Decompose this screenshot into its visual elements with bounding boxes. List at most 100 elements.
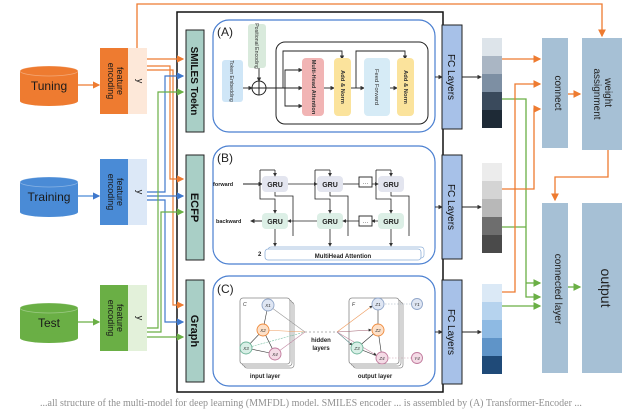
token-embedding-label: Token Embedding bbox=[228, 60, 234, 102]
gru-cell bbox=[317, 213, 343, 229]
gru-cell bbox=[317, 176, 343, 192]
add-norm-1-box bbox=[334, 58, 351, 116]
vector-cell bbox=[482, 110, 502, 128]
panel-a-transformer: Token Embedding Positional Encoding Mult… bbox=[222, 23, 429, 125]
input-tuning: Tuning featureencoding y bbox=[19, 48, 147, 114]
connect-box bbox=[542, 38, 568, 148]
positional-encoding-label: Positional Encoding bbox=[253, 23, 259, 69]
feature-vector bbox=[482, 284, 502, 374]
tuning-y-box bbox=[128, 48, 147, 114]
gru-label: GRU bbox=[383, 182, 399, 189]
fc-layers-label: FC Layers bbox=[445, 309, 456, 355]
target-node-label: Y4 bbox=[414, 356, 420, 361]
multihead-attention-label: MultiHead Attention bbox=[315, 254, 372, 260]
connect-label: connect bbox=[552, 75, 563, 110]
add-norm-2-label: Add & Norm bbox=[402, 70, 408, 104]
target-node bbox=[411, 352, 423, 364]
input-layer-label: input layer bbox=[250, 374, 281, 380]
vector-cell bbox=[482, 217, 502, 235]
gru-cell bbox=[378, 213, 404, 229]
test-y-label: y bbox=[135, 316, 145, 321]
input-card-corner: C bbox=[243, 302, 247, 308]
multihead-attention-box bbox=[264, 248, 422, 261]
gru-label: GRU bbox=[267, 219, 283, 226]
smiles-token-branch-label: SMILES Toekn bbox=[188, 47, 199, 116]
gru-cell bbox=[378, 176, 404, 192]
panel-c-label: (C) bbox=[217, 282, 234, 296]
panel-b-label: (B) bbox=[217, 151, 233, 165]
add-norm-2-box bbox=[397, 58, 414, 116]
smiles-token-branch-box bbox=[185, 29, 205, 133]
input-node-label: X4 bbox=[271, 352, 278, 357]
input-test: Test featureencoding y bbox=[19, 285, 147, 351]
token-embedding-box bbox=[222, 60, 243, 102]
panel-c-border bbox=[212, 275, 436, 387]
input-node-label: X1 bbox=[264, 303, 271, 308]
vector-cell bbox=[482, 38, 502, 56]
training-feature-encoding-box bbox=[100, 159, 128, 225]
multi-head-attention-label: Multi-Head Attention bbox=[310, 60, 316, 115]
output-node bbox=[371, 323, 385, 337]
output-label: output bbox=[598, 269, 614, 308]
input-node bbox=[239, 341, 253, 355]
feature-vector bbox=[482, 163, 502, 253]
hidden-layers-label-2: layers bbox=[312, 346, 330, 352]
output-node-label: Z3 bbox=[353, 346, 360, 351]
vector-cell bbox=[482, 356, 502, 374]
gru-label: GRU bbox=[383, 219, 399, 226]
input-node-label: X3 bbox=[242, 346, 249, 351]
ecfp-branch-label: ECFP bbox=[188, 193, 200, 222]
training-dataset-cylinder-icon bbox=[19, 176, 79, 217]
panel-a-label: (A) bbox=[217, 25, 233, 39]
output-node bbox=[350, 341, 364, 355]
fc-layers-label: FC Layers bbox=[445, 184, 456, 230]
training-feature-encoding-label: featureencoding bbox=[106, 174, 125, 211]
vector-cell bbox=[482, 163, 502, 181]
encoder-block bbox=[275, 41, 429, 125]
input-node bbox=[268, 347, 282, 361]
target-node-label: Y1 bbox=[414, 302, 420, 307]
output-layer-label: output layer bbox=[358, 374, 393, 380]
tuning-label: Tuning bbox=[31, 79, 67, 93]
connected-layer-box bbox=[542, 203, 568, 373]
attention-count: 2 bbox=[258, 252, 262, 258]
gru-label: GRU bbox=[322, 182, 338, 189]
test-label: Test bbox=[38, 316, 61, 330]
output-box bbox=[582, 203, 622, 373]
tuning-feature-encoding-box bbox=[100, 48, 128, 114]
gru-cell bbox=[262, 176, 288, 192]
input-node-label: X2 bbox=[259, 328, 266, 333]
feed-forward-box bbox=[364, 58, 390, 116]
input-routing-lines bbox=[147, 55, 185, 341]
tuning-y-label: y bbox=[135, 79, 145, 84]
graph-branch-box bbox=[185, 279, 205, 383]
feature-vector bbox=[482, 38, 502, 128]
forward-ellipsis-box bbox=[358, 176, 373, 188]
output-node-label: Z2 bbox=[374, 328, 381, 333]
feed-forward-label: Feed Forward bbox=[373, 69, 379, 105]
gru-label: GRU bbox=[322, 219, 338, 226]
target-node bbox=[411, 298, 423, 310]
backward-label: backward bbox=[216, 219, 241, 225]
vector-cell bbox=[482, 302, 502, 320]
tuning-feature-encoding-label: featureencoding bbox=[106, 63, 125, 100]
test-feature-encoding-label: featureencoding bbox=[106, 300, 125, 337]
vector-cell bbox=[482, 199, 502, 217]
backward-ellipsis: ··· bbox=[363, 220, 369, 226]
vector-cell bbox=[482, 284, 502, 302]
weight-assignment-box bbox=[582, 38, 622, 150]
tuning-dataset-cylinder-icon bbox=[19, 65, 79, 106]
output-node-label: Z1 bbox=[374, 302, 381, 307]
vector-cell bbox=[482, 338, 502, 356]
panel-b-border bbox=[212, 145, 436, 265]
panel-a-border bbox=[212, 19, 436, 133]
output-node bbox=[375, 351, 389, 365]
vector-cell bbox=[482, 92, 502, 110]
figure-caption: ...all structure of the multi-model for … bbox=[40, 398, 582, 409]
add-norm-1-label: Add & Norm bbox=[339, 70, 345, 104]
vector-cell bbox=[482, 56, 502, 74]
fc-layers-label: FC Layers bbox=[445, 54, 456, 100]
